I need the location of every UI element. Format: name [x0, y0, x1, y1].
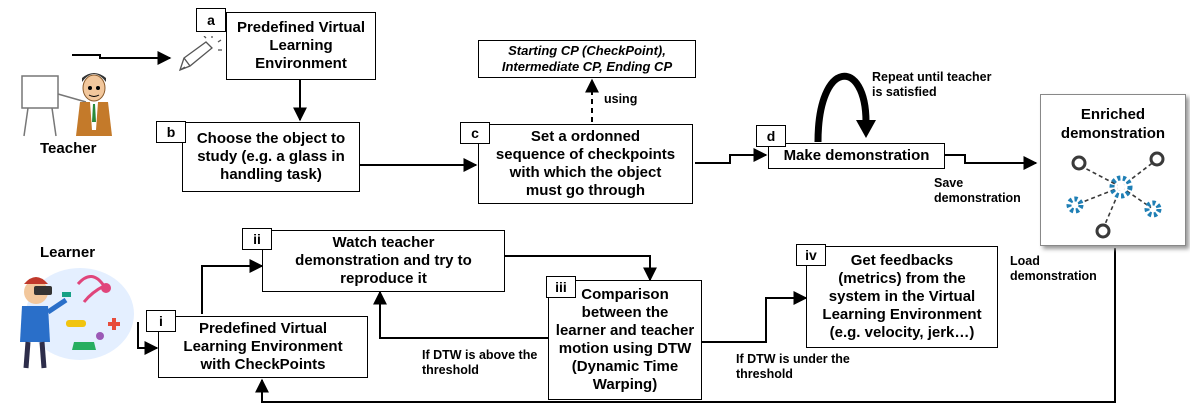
- arrow-learner-to-i: [137, 322, 159, 355]
- step-i-box: Predefined Virtual Learning Environment …: [158, 316, 368, 378]
- learner-vr-figure: [20, 268, 134, 369]
- learner-label: Learner: [40, 244, 96, 261]
- load-demonstration-label: Load demonstration: [1010, 254, 1097, 283]
- network-gears-icon: [1066, 151, 1165, 239]
- enriched-demonstration-title: Enriched demonstration: [1060, 106, 1166, 142]
- step-i-tag: i: [146, 310, 176, 332]
- arrow-iii-back-to-ii: [373, 290, 548, 339]
- arrow-i-to-ii: [201, 259, 264, 314]
- step-ii-box: Watch teacher demonstration and try to r…: [262, 230, 505, 292]
- step-a-tag: a: [196, 8, 226, 32]
- step-iii-tag: iii: [546, 276, 576, 298]
- arrow-iii-to-iv: [702, 291, 808, 343]
- teacher-figure: [21, 73, 112, 137]
- checkpoint-types-box: Starting CP (CheckPoint), Intermediate C…: [478, 40, 696, 78]
- using-label: using: [604, 92, 638, 106]
- step-b-box: Choose the object to study (e.g. a glass…: [182, 122, 360, 192]
- step-b-tag: b: [156, 121, 186, 143]
- dtw-under-label: If DTW is under the threshold: [736, 352, 850, 381]
- step-iv-tag: iv: [796, 244, 826, 266]
- step-c-tag: c: [460, 122, 490, 144]
- step-iii-box: Comparison between the learner and teach…: [548, 280, 702, 400]
- repeat-loop-arrow: [814, 73, 870, 143]
- step-iv-box: Get feedbacks (metrics) from the system …: [806, 246, 998, 348]
- save-demonstration-label: Save demonstration: [934, 176, 1021, 205]
- teacher-label: Teacher: [40, 140, 97, 157]
- arrow-enriched-to-i: [255, 248, 1116, 403]
- dtw-above-label: If DTW is above the threshold: [422, 348, 538, 377]
- step-c-box: Set a ordonned sequence of checkpoints w…: [478, 124, 693, 204]
- arrow-d-to-enriched: [945, 154, 1038, 170]
- step-d-box: Make demonstration: [768, 143, 945, 169]
- step-a-box: Predefined Virtual Learning Environment: [226, 12, 376, 80]
- step-ii-tag: ii: [242, 228, 272, 250]
- repeat-label: Repeat until teacher is satisfied: [872, 70, 992, 99]
- arrow-teacher-to-a: [72, 51, 172, 65]
- pen-idea-icon: [178, 36, 222, 72]
- enriched-demonstration-panel: Enriched demonstration: [1040, 94, 1186, 246]
- arrow-c-to-d: [695, 148, 768, 164]
- step-d-tag: d: [756, 125, 786, 147]
- arrow-ii-to-iii: [505, 255, 657, 282]
